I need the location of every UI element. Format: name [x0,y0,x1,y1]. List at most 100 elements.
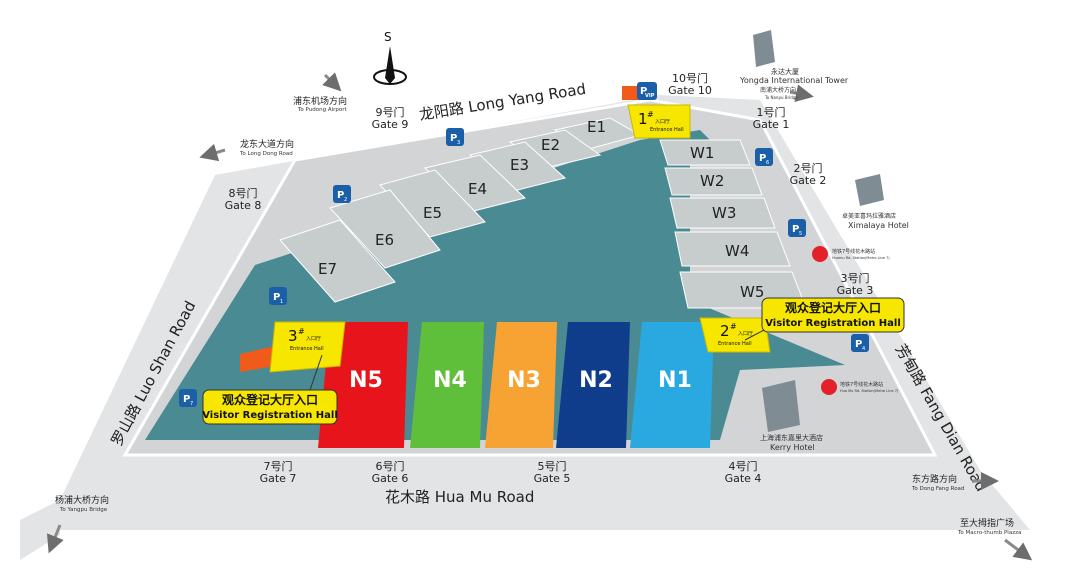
landmark-yongda[interactable]: 永达大厦 Yongda International Tower [739,30,849,85]
compass: S [373,30,407,85]
gate-3-en: Gate 3 [837,284,874,297]
hall-e7[interactable] [279,219,396,303]
direction-pudong-airport[interactable]: 浦东机场方向 To Pudong Airport [293,72,347,113]
visitor-registration-callout-right[interactable]: 观众登记大厅入口 Visitor Registration Hall [744,297,905,341]
entrance-hall-3[interactable]: 3 # 入口厅 Entrance Hall [240,321,346,373]
landmark-ximalaya[interactable]: 卓美亚喜玛拉雅酒店 Ximalaya Hotel [842,174,909,230]
direction-macro-thumb[interactable]: 至大拇指广场 To Macro-thumb Plazza [957,517,1033,561]
visitor-registration-right-cn: 观众登记大厅入口 [785,300,881,315]
direction-long-dong[interactable]: 龙东大道方向 To Long Dong Road [199,138,294,162]
direction-yangpu[interactable]: 杨浦大桥方向 To Yangpu Bridge [46,494,109,554]
hall-n3-block [485,322,557,448]
landmark-yongda-en: Yongda International Tower [739,76,849,85]
parking-icon [851,334,869,352]
hall-w3-label: W3 [712,204,736,222]
visitor-registration-callout-left[interactable]: 观众登记大厅入口 Visitor Registration Hall [202,354,338,425]
building-icon [762,380,800,432]
dir-yangpu-en: To Yangpu Bridge [59,507,108,513]
dir-macro-thumb-en: To Macro-thumb Plazza [957,530,1021,536]
hall-w4[interactable] [674,231,791,267]
entrance-hall-2-block [699,317,771,353]
parking-icon [269,287,287,305]
entrance-hall-3-num: 3 [288,327,298,345]
gate-9-num: 9号门 [376,105,405,119]
dir-pudong-airport-cn: 浦东机场方向 [293,95,347,107]
parking-2-num: 2 [344,197,347,203]
hall-w2[interactable] [664,167,763,196]
metro1-en: Huamu Rd. Station(Metro Line 7) [832,256,890,260]
landmark-kerry[interactable]: 上海浦东嘉里大酒店 Kerry Hotel [760,380,823,452]
entrance-hall-3-cn: 入口厅 [306,336,321,342]
gate-4-num: 4号门 [729,459,758,473]
parking-icon [333,185,351,203]
parking-vip[interactable]: P VIP [637,82,657,100]
w-halls [659,139,807,309]
hall-e2-label: E2 [541,136,560,154]
hall-w5-label: W5 [740,283,764,301]
landmark-kerry-en: Kerry Hotel [770,443,815,452]
parking-1-p: P [273,292,280,303]
hall-n4[interactable]: N4 [410,322,484,448]
entrance-hall-2[interactable]: 2 # 入口厅 Entrance Hall [699,317,771,353]
hall-n2-block [556,322,630,448]
hall-n3-label: N3 [507,368,541,393]
parking-5-p: P [792,224,799,235]
entrance-hall-1-cn: 入口厅 [655,119,670,125]
dir-dong-fang-en: To Dong Fang Road [911,486,964,492]
landmark-kerry-cn: 上海浦东嘉里大酒店 [760,433,823,442]
parking-4-num: 4 [862,346,865,352]
entrance-hall-2-en: Entrance Hall [718,341,752,347]
hall-w1-label: W1 [690,144,714,162]
gate-6-en: Gate 6 [372,472,409,485]
hall-n3[interactable]: N3 [485,322,557,448]
gate-10-num: 10号门 [672,71,708,85]
visitor-registration-right-en: Visitor Registration Hall [765,318,901,329]
gate-8-en: Gate 8 [225,199,262,212]
parking-icon [179,389,197,407]
parking-6-p: P [759,153,766,164]
metro1-cn: 地铁7号线花木路站 [832,248,875,255]
hall-w3[interactable] [669,197,776,229]
gate-10-en: Gate 10 [668,84,712,97]
hall-w1[interactable] [659,139,751,166]
gate-5-en: Gate 5 [534,472,571,485]
parking-3-p: P [450,133,457,144]
direction-dong-fang[interactable]: 东方路方向 To Dong Fang Road [911,472,999,492]
entrance-hall-3-block [269,321,346,373]
parking-1-num: 1 [280,299,283,305]
dir-nanpu-cn: 南浦大桥方向 [760,86,796,94]
direction-nanpu[interactable]: 南浦大桥方向 To Nanpu Bridge [760,84,814,103]
hall-e4-label: E4 [468,180,487,198]
metro-station-2[interactable]: 地铁7号线花木路站 Hua Mu Rd. Station(Metro Line … [821,379,899,395]
entrance-hall-3-wing [240,346,275,372]
parking-2-p: P [337,190,344,201]
parking-vip-p: P [640,86,647,97]
hall-n4-block [410,322,484,448]
parking-3-num: 3 [457,140,460,146]
metro-station-1[interactable]: 地铁7号线花木路站 Huamu Rd. Station(Metro Line 7… [812,246,890,262]
hall-n2[interactable]: N2 [556,322,630,448]
hall-n1[interactable]: N1 [630,322,714,448]
hall-e6[interactable] [329,189,441,269]
entrance-hall-2-num: 2 [720,322,730,340]
